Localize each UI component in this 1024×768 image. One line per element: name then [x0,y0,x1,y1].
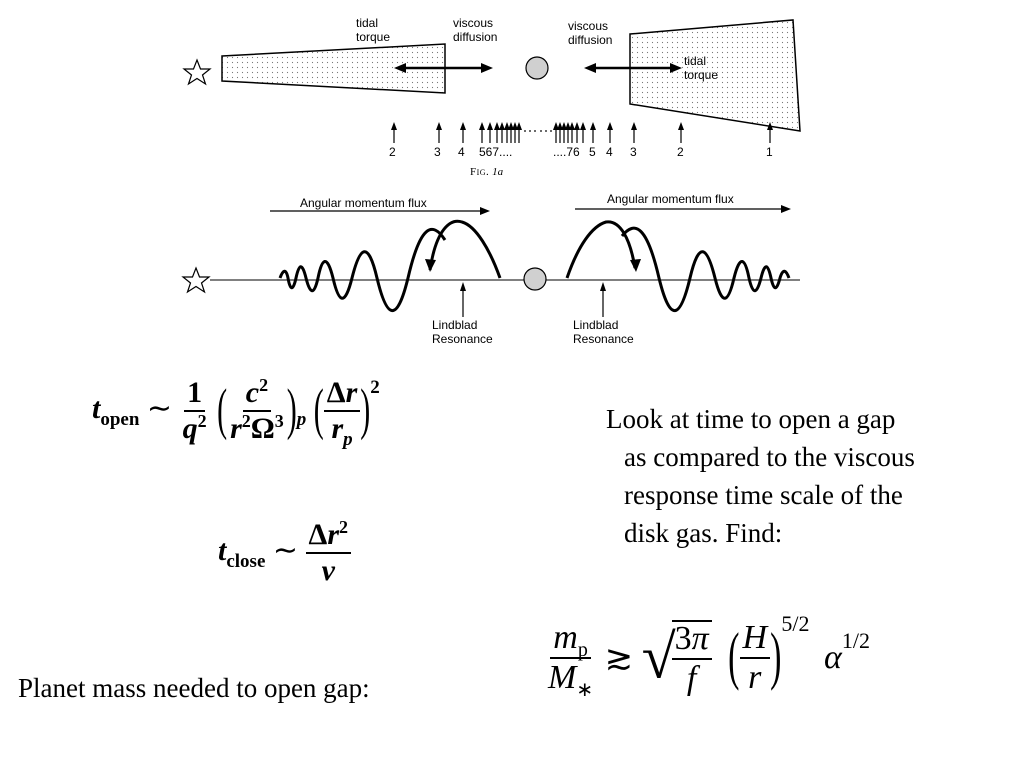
label-diffusion-right: diffusion [568,33,613,47]
flux-arrow-right [575,205,791,213]
resonance-label-left: Resonance [432,332,493,346]
resonance-num: 2 [677,145,684,159]
wave-arrow-left [425,259,436,272]
label-torque-right: torque [684,68,719,82]
text-line: as compared to the viscous [624,442,915,472]
resonance-num: 2 [389,145,396,159]
label-tidal-right: tidal [684,54,707,68]
resonance-pointer-right [600,282,606,317]
resonance-num: 4 [458,145,465,159]
resonance-pointer-left [460,282,466,317]
resonance-num: 1 [766,145,773,159]
wave-left-arc [428,219,502,279]
planet-circle [523,267,547,291]
flux-label-left: Angular momentum flux [300,196,427,210]
outer-disk [629,19,801,132]
figure-caption: Fig. 1a [470,166,503,178]
explanation-text: Look at time to open a gap as compared t… [606,400,1006,552]
caption-prefix: Fig. [470,166,490,178]
star-icon [181,266,211,294]
resonance-num: 3 [630,145,637,159]
resonance-num: ....76 [553,145,580,159]
resonance-num: 3 [434,145,441,159]
left-double-arrow [394,63,493,73]
inner-disk [221,43,446,94]
star-icon [182,58,212,86]
label-viscous-right: viscous [568,19,609,33]
caption-suffix: 1a [492,166,504,178]
wave-right-arc [565,220,637,279]
label-torque-left: torque [356,30,391,44]
lindblad-label-right: Lindblad [573,318,619,332]
planet-circle [525,56,549,80]
label-tidal-left: tidal [356,16,379,30]
wave-right [620,226,791,313]
right-double-arrow [584,63,682,73]
lindblad-label-left: Lindblad [432,318,478,332]
text-line: response time scale of the [624,480,903,510]
wave-arrow-right [630,259,641,272]
flux-label-right: Angular momentum flux [607,192,734,206]
resonance-num: 4 [606,145,613,159]
text-line: Look at time to open a gap [606,404,896,434]
ellipsis-dots [524,130,552,132]
planet-mass-label: Planet mass needed to open gap: [18,673,370,703]
disk-gap-diagram [182,19,801,143]
label-viscous-left: viscous [453,16,494,30]
resonance-num: 5 [589,145,596,159]
density-wave-diagram [181,205,800,317]
resonance-arrows [391,122,773,143]
resonance-num: 567.... [479,145,513,159]
flux-arrow-left [270,207,490,215]
wave-left [278,228,447,313]
label-diffusion-left: diffusion [453,30,498,44]
text-line: disk gas. Find: [624,518,783,548]
resonance-label-right: Resonance [573,332,634,346]
